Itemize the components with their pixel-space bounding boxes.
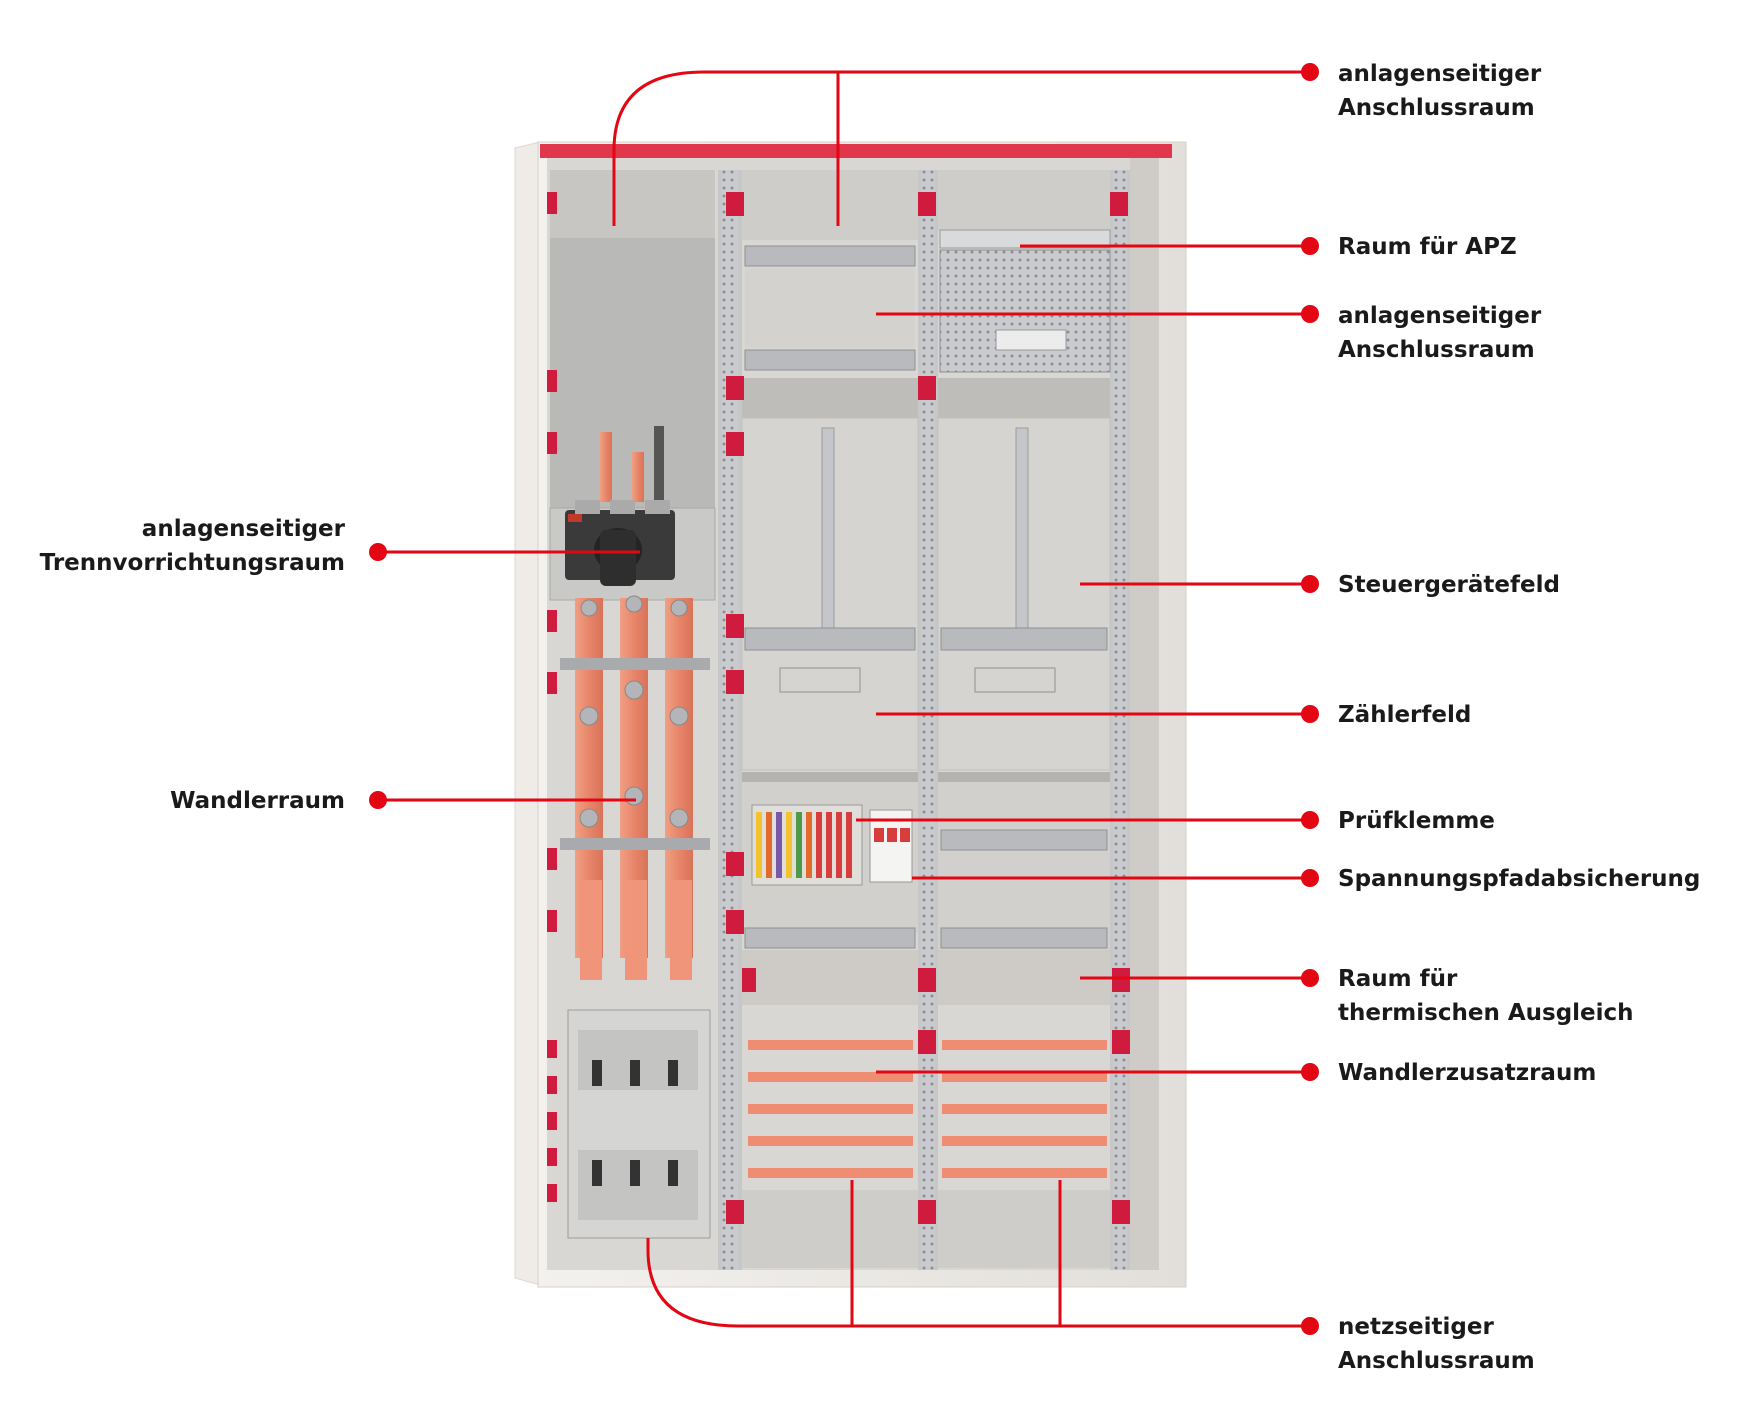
- compensation-busbars-right: [942, 1040, 1107, 1178]
- din-rail: [744, 927, 916, 949]
- label-line: Anschlussraum: [1338, 95, 1535, 121]
- label-anlagenseitiger-anschlussraum-mid: anlagenseitiger Anschlussraum: [1338, 299, 1541, 367]
- label-line: Anschlussraum: [1338, 337, 1535, 363]
- busbar-support: [560, 838, 710, 850]
- label-netzseitiger-anschlussraum: netzseitiger Anschlussraum: [1338, 1310, 1535, 1378]
- label-anlagenseitiger-anschlussraum-top: anlagenseitiger Anschlussraum: [1338, 57, 1541, 125]
- label-line: Wandlerraum: [170, 788, 345, 814]
- callout-dot: [1301, 811, 1319, 829]
- label-line: netzseitiger: [1338, 1314, 1494, 1340]
- callout-dot: [369, 543, 387, 561]
- label-line: Spannungspfadabsicherung: [1338, 866, 1701, 892]
- label-line: Wandlerzusatzraum: [1338, 1060, 1597, 1086]
- compensation-busbars-middle: [748, 1040, 913, 1178]
- callout-dot: [1301, 869, 1319, 887]
- apz-unit: [939, 229, 1111, 373]
- callout-dot: [1301, 305, 1319, 323]
- label-raum-fuer-apz: Raum für APZ: [1338, 230, 1517, 264]
- din-rail: [940, 927, 1108, 949]
- callout-dots: [369, 63, 1319, 1335]
- disconnect-switch: [565, 500, 675, 586]
- busbar-bolts: [579, 595, 689, 828]
- callout-dot: [1301, 969, 1319, 987]
- label-steuergeraetefeld: Steuergerätefeld: [1338, 568, 1560, 602]
- callout-dot: [1301, 1317, 1319, 1335]
- callout-dot: [369, 791, 387, 809]
- label-wandlerraum: Wandlerraum: [170, 784, 345, 818]
- label-line: Trennvorrichtungsraum: [39, 550, 345, 576]
- din-rail: [940, 829, 1108, 851]
- copper-stub: [654, 426, 664, 502]
- test-terminal-block: [751, 804, 863, 886]
- label-line: anlagenseitiger: [1338, 303, 1542, 329]
- callout-dot: [1301, 705, 1319, 723]
- cabinet-top-gasket: [540, 144, 1172, 158]
- callout-line-anschlussraum-top: [612, 70, 1308, 226]
- copper-stub: [632, 452, 644, 502]
- cabinet-side-panel: [514, 141, 541, 1286]
- label-line: Prüfklemme: [1338, 808, 1495, 834]
- nh-fuse-base: [567, 1009, 711, 1239]
- callout-dot: [1301, 575, 1319, 593]
- label-zaehlerfeld: Zählerfeld: [1338, 698, 1471, 732]
- callout-line-netzseitig: [646, 1238, 1308, 1328]
- label-line: Raum für: [1338, 966, 1458, 992]
- label-line: Steuergerätefeld: [1338, 572, 1560, 598]
- left-column: [549, 170, 716, 1239]
- busbar-support: [560, 658, 710, 670]
- label-line: Anschlussraum: [1338, 1348, 1535, 1374]
- label-trennvorrichtungsraum: anlagenseitiger Trennvorrichtungsraum: [40, 512, 345, 580]
- label-wandlerzusatzraum: Wandlerzusatzraum: [1338, 1056, 1596, 1090]
- label-line: thermischen Ausgleich: [1338, 1000, 1634, 1026]
- label-line: Zählerfeld: [1338, 702, 1472, 728]
- label-raum-thermischer-ausgleich: Raum für thermischen Ausgleich: [1338, 962, 1634, 1030]
- label-spannungspfadabsicherung: Spannungspfadabsicherung: [1338, 862, 1700, 896]
- middle-column: [741, 170, 919, 1268]
- mounting-clips: [547, 192, 1130, 1224]
- din-rail: [744, 349, 916, 371]
- copper-stub: [600, 432, 612, 502]
- label-line: anlagenseitiger: [1338, 61, 1542, 87]
- din-rail: [744, 245, 916, 267]
- label-line: anlagenseitiger: [141, 516, 345, 542]
- callout-lines: [380, 70, 1308, 1328]
- callout-dot: [1301, 63, 1319, 81]
- callout-dot: [1301, 237, 1319, 255]
- mcb-fuses: [869, 809, 913, 883]
- callout-dot: [1301, 1063, 1319, 1081]
- right-column: [937, 170, 1111, 1268]
- label-pruefklemme: Prüfklemme: [1338, 804, 1495, 838]
- label-line: Raum für APZ: [1338, 234, 1517, 260]
